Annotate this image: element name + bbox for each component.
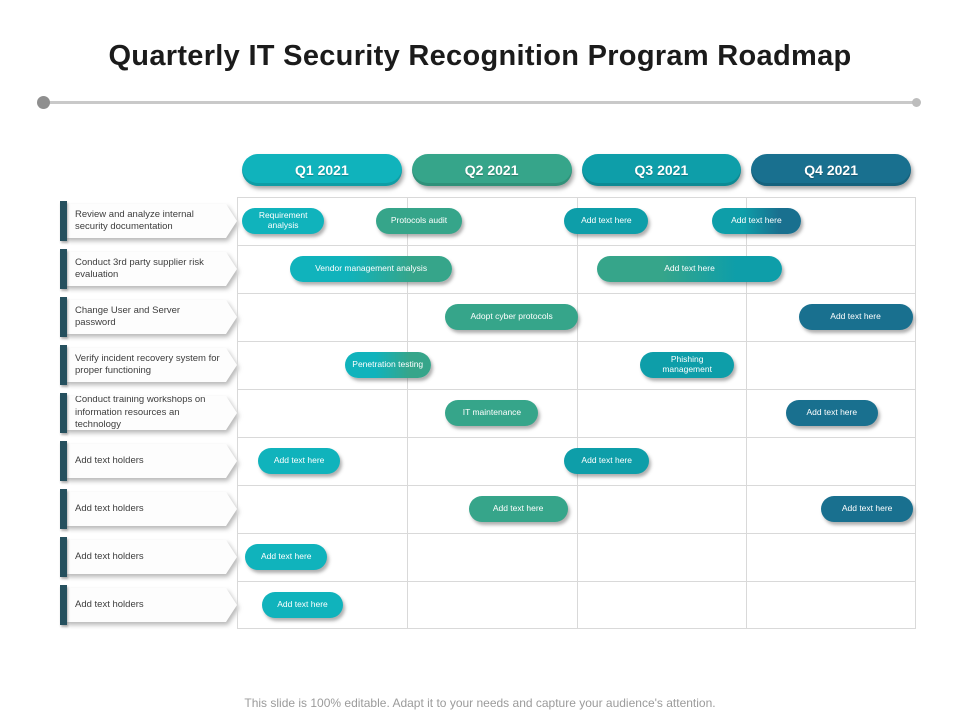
row-label-text: Add text holders: [75, 598, 144, 610]
row-label[interactable]: Conduct 3rd party supplier risk evaluati…: [60, 249, 237, 289]
grid-vline: [406, 197, 408, 629]
row-label[interactable]: Add text holders: [60, 441, 237, 481]
grid-vline: [746, 197, 748, 629]
task-pill[interactable]: Add text here: [564, 208, 649, 234]
grid-hline: [237, 581, 916, 582]
row-label-bar: [60, 441, 67, 481]
task-pill[interactable]: Add text here: [245, 544, 328, 570]
row-label-bar: [60, 345, 67, 385]
grid-hline: [237, 437, 916, 438]
task-pill[interactable]: Add text here: [258, 448, 341, 474]
row-label-bar: [60, 297, 67, 337]
row-label-text: Add text holders: [75, 502, 144, 514]
grid-hline: [237, 389, 916, 390]
row-label-bar: [60, 585, 67, 625]
row-label[interactable]: Review and analyze internal security doc…: [60, 201, 237, 241]
row-label-text: Change User and Server password: [75, 304, 181, 328]
row-label-text: Verify incident recovery system for prop…: [75, 352, 220, 376]
divider-right-dot: [912, 98, 921, 107]
title-divider: [37, 96, 921, 109]
quarter-header-2[interactable]: Q2 2021: [411, 154, 572, 186]
row-label[interactable]: Add text holders: [60, 489, 237, 529]
row-label-text: Conduct 3rd party supplier risk evaluati…: [75, 256, 204, 280]
quarter-header-3[interactable]: Q3 2021: [581, 154, 742, 186]
row-label[interactable]: Change User and Server password: [60, 297, 237, 337]
row-label[interactable]: Conduct training workshops on informatio…: [60, 393, 237, 433]
row-label-text: Add text holders: [75, 550, 144, 562]
grid-vline: [576, 197, 578, 629]
task-pill[interactable]: Add text here: [798, 304, 913, 330]
task-pill[interactable]: Add text here: [785, 400, 878, 426]
task-pill[interactable]: Add text here: [596, 256, 783, 282]
row-label-bar: [60, 537, 67, 577]
task-pill[interactable]: Phishing management: [640, 352, 734, 378]
task-pill[interactable]: Add text here: [564, 448, 650, 474]
row-label-bar: [60, 249, 67, 289]
task-pill[interactable]: Add text here: [820, 496, 914, 522]
row-labels: Review and analyze internal security doc…: [60, 197, 237, 629]
row-label-text: Review and analyze internal security doc…: [75, 208, 194, 232]
roadmap: Q1 2021 Q2 2021 Q3 2021 Q4 2021 Review and …: [60, 150, 916, 632]
task-pill[interactable]: IT maintenance: [445, 400, 539, 426]
grid-vline: [237, 197, 238, 629]
grid-hline: [237, 628, 916, 629]
footer-note: This slide is 100% editable. Adapt it to…: [244, 696, 716, 710]
grid-hline: [237, 533, 916, 534]
row-label[interactable]: Add text holders: [60, 537, 237, 577]
row-label[interactable]: Add text holders: [60, 585, 237, 625]
row-label-bar: [60, 393, 67, 433]
quarter-headers: Q1 2021 Q2 2021 Q3 2021 Q4 2021: [237, 154, 916, 186]
grid-hline: [237, 485, 916, 486]
quarter-header-1[interactable]: Q1 2021: [242, 154, 402, 186]
task-pill[interactable]: Add text here: [468, 496, 568, 522]
grid-vline: [915, 197, 916, 629]
task-pill[interactable]: Penetration testing: [344, 352, 431, 378]
grid-hline: [237, 245, 916, 246]
row-label[interactable]: Verify incident recovery system for prop…: [60, 345, 237, 385]
grid-hline: [237, 293, 916, 294]
grid-hline: [237, 341, 916, 342]
row-label-text: Add text holders: [75, 454, 144, 466]
row-label-bar: [60, 201, 67, 241]
task-pill[interactable]: Add text here: [262, 592, 343, 618]
row-label-bar: [60, 489, 67, 529]
page-title: Quarterly IT Security Recognition Progra…: [108, 40, 852, 72]
quarter-header-4[interactable]: Q4 2021: [751, 154, 911, 186]
grid-hline: [237, 197, 916, 198]
divider-left-dot: [37, 96, 50, 109]
task-pill[interactable]: Adopt cyber protocols: [445, 304, 578, 330]
task-pill[interactable]: Protocols audit: [375, 208, 463, 234]
task-pill[interactable]: Requirement analysis: [242, 208, 324, 234]
task-pill[interactable]: Vendor management analysis: [289, 256, 453, 282]
row-label-text: Conduct training workshops on informatio…: [75, 394, 206, 431]
task-pill[interactable]: Add text here: [712, 208, 801, 234]
